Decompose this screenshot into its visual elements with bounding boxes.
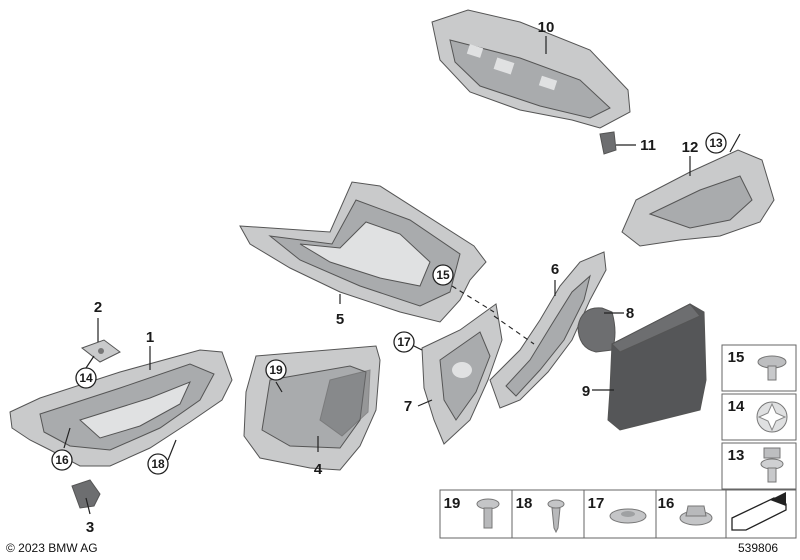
- callout-4: 4: [314, 461, 323, 478]
- circled-callout-16: 16: [55, 453, 69, 467]
- fastener-13-label: 13: [728, 447, 745, 464]
- orientation-arrow-cell: [731, 492, 787, 531]
- callout-11: 11: [640, 137, 656, 154]
- circled-callout-15: 15: [436, 268, 450, 282]
- circled-callout-13: 13: [709, 136, 723, 150]
- fastener-18-cell[interactable]: 18: [516, 495, 565, 534]
- fastener-13-cell[interactable]: 13: [728, 447, 784, 483]
- part-12-insulation-panel[interactable]: [621, 149, 775, 247]
- circled-callout-14: 14: [79, 371, 93, 385]
- callout-5: 5: [336, 311, 344, 328]
- leader-lines: [63, 36, 741, 515]
- fastener-17-label: 17: [588, 495, 605, 512]
- fastener-16-label: 16: [658, 495, 675, 512]
- part-10-insulation-panel[interactable]: [431, 9, 631, 129]
- callout-10: 10: [538, 19, 555, 36]
- diagram-number: 539806: [738, 541, 779, 555]
- callout-12: 12: [682, 139, 699, 156]
- callout-8: 8: [626, 305, 634, 322]
- part-2-bracket[interactable]: [80, 339, 121, 363]
- part-8-pad[interactable]: [577, 307, 616, 353]
- fastener-14-cell[interactable]: 14: [728, 398, 788, 433]
- fastener-15-cell[interactable]: 15: [728, 349, 787, 381]
- part-1-heat-shield[interactable]: [9, 349, 233, 467]
- callout-9: 9: [582, 383, 590, 400]
- part-9-insulation-pad[interactable]: [607, 303, 707, 431]
- clip-fastener-icon: [763, 447, 781, 459]
- fastener-panel-side: 15 14 13: [721, 344, 797, 490]
- circled-callout-17: 17: [397, 335, 411, 349]
- part-5-floor-insulation[interactable]: [239, 181, 487, 323]
- callout-1: 1: [146, 329, 154, 346]
- callout-numbers: 10 11 12 5 6 8 9 7 4 2 1 3: [86, 19, 699, 536]
- fastener-17-cell[interactable]: 17: [588, 495, 647, 524]
- fastener-18-label: 18: [516, 495, 533, 512]
- fastener-16-cell[interactable]: 16: [658, 495, 713, 526]
- part-11-clip[interactable]: [599, 131, 617, 155]
- fastener-panel-bottom: 19 18 17 16: [439, 489, 797, 539]
- fastener-19-label: 19: [444, 495, 461, 512]
- part-3-grommet[interactable]: [71, 479, 101, 509]
- part-7-bulkhead-insulation[interactable]: [421, 303, 503, 445]
- fastener-15-label: 15: [728, 349, 745, 366]
- circled-callout-19: 19: [269, 363, 283, 377]
- fastener-14-label: 14: [728, 398, 745, 415]
- callout-3: 3: [86, 519, 94, 536]
- part-6-tunnel-bracket[interactable]: [489, 251, 607, 409]
- copyright-text: © 2023 BMW AG: [6, 541, 98, 555]
- dashed-assembly-lines: [451, 285, 535, 345]
- circled-callout-18: 18: [151, 457, 165, 471]
- callout-6: 6: [551, 261, 559, 278]
- callout-7: 7: [404, 398, 412, 415]
- callout-2: 2: [94, 299, 102, 316]
- fastener-19-cell[interactable]: 19: [444, 495, 500, 529]
- self-tapping-screw-icon: [547, 499, 565, 509]
- part-4-firewall-pad[interactable]: [243, 345, 381, 471]
- circled-callouts: 13 15 17 19 14 16 18: [51, 132, 727, 475]
